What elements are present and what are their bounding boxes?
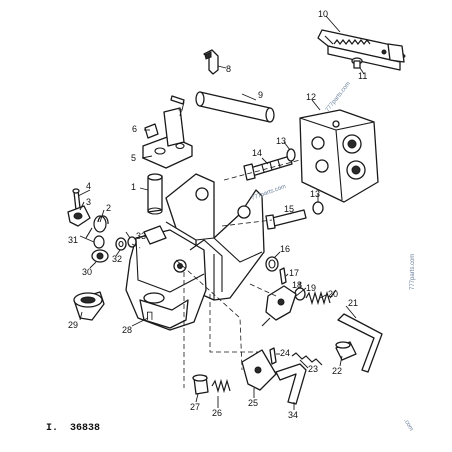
part-26-spring [211,378,231,394]
part-5-bracket [142,107,193,169]
callout-23: 23 [308,364,318,374]
part-24-pin [269,347,277,365]
callout-20: 20 [328,289,338,299]
callout-34: 34 [288,410,298,420]
callout-25: 25 [248,398,258,408]
callout-15: 15 [284,204,294,214]
part-28-hitch-body: ∏ [125,225,223,331]
part-25-lever [241,349,277,391]
callout-12: 12 [306,92,316,102]
part-23-spring [291,352,323,366]
callout-4: 4 [86,181,91,191]
part-11-bolt [351,57,363,69]
callout-9: 9 [258,90,263,100]
callout-17: 17 [289,268,299,278]
callout-8: 8 [226,64,231,74]
part-17-pin [279,267,287,285]
part-4-pin [72,188,81,211]
callout-18: 18 [292,280,302,290]
part-9-pin [195,91,275,123]
callout-29: 29 [68,320,78,330]
part-29-bushing [73,291,105,321]
part-8-clip [203,49,219,75]
part-22-grip [335,341,357,361]
part-13-washer-top [286,148,296,162]
part-33-washer [127,236,137,248]
part-7-roll-pin [170,95,185,105]
watermark-4: .com [402,418,414,432]
part-20-spring [305,289,337,306]
part-15-bolt [265,209,307,230]
callout-19: 19 [306,283,316,293]
callout-24: 24 [280,348,290,358]
watermark-1: 777parts.com [325,81,352,113]
body-stamp: ∏ [146,310,153,321]
watermark-3: 777parts.com [410,254,416,290]
part-13-washer-lower [312,201,324,215]
callout-labels: 10 11 8 9 7 6 5 1 4 2 3 12 13 14 13 15 1… [68,9,367,420]
part-6-bolt [144,123,159,139]
part-34-rod [275,363,307,405]
part-27-bolt [192,374,209,395]
callout-10: 10 [318,9,328,19]
part-30-clip [91,249,109,263]
callout-33: 33 [136,231,146,241]
part-16-o-ring [265,256,279,272]
part-3-clip [67,205,91,227]
assembly-guide-lines [131,159,301,388]
callout-6: 6 [132,124,137,134]
callout-30: 30 [82,267,92,277]
callout-3: 3 [86,197,91,207]
callout-13-lower: 13 [310,189,320,199]
callout-11: 11 [358,71,367,81]
callout-32: 32 [112,254,122,264]
part-14-bolt [243,155,293,181]
callout-21: 21 [348,298,358,308]
figure-id: I. 36838 [46,423,100,434]
part-12-block [299,109,379,203]
callout-22: 22 [332,366,342,376]
part-32-washer [115,237,127,251]
callout-2: 2 [106,203,111,213]
callout-16: 16 [280,244,290,254]
callout-1: 1 [131,182,136,192]
part-10-bar [317,29,406,71]
part-31-spring [93,235,105,249]
callout-28: 28 [122,325,132,335]
callout-27: 27 [190,402,200,412]
callout-14: 14 [252,148,262,158]
callout-31: 31 [68,235,78,245]
part-21-rod [337,313,383,373]
callout-7: 7 [178,108,183,118]
part-1-bushing [147,173,163,215]
callout-26: 26 [212,408,222,418]
leader-lines [77,15,365,410]
callout-5: 5 [131,153,136,163]
part-2-spring [85,215,109,239]
callout-13-top: 13 [276,136,286,146]
